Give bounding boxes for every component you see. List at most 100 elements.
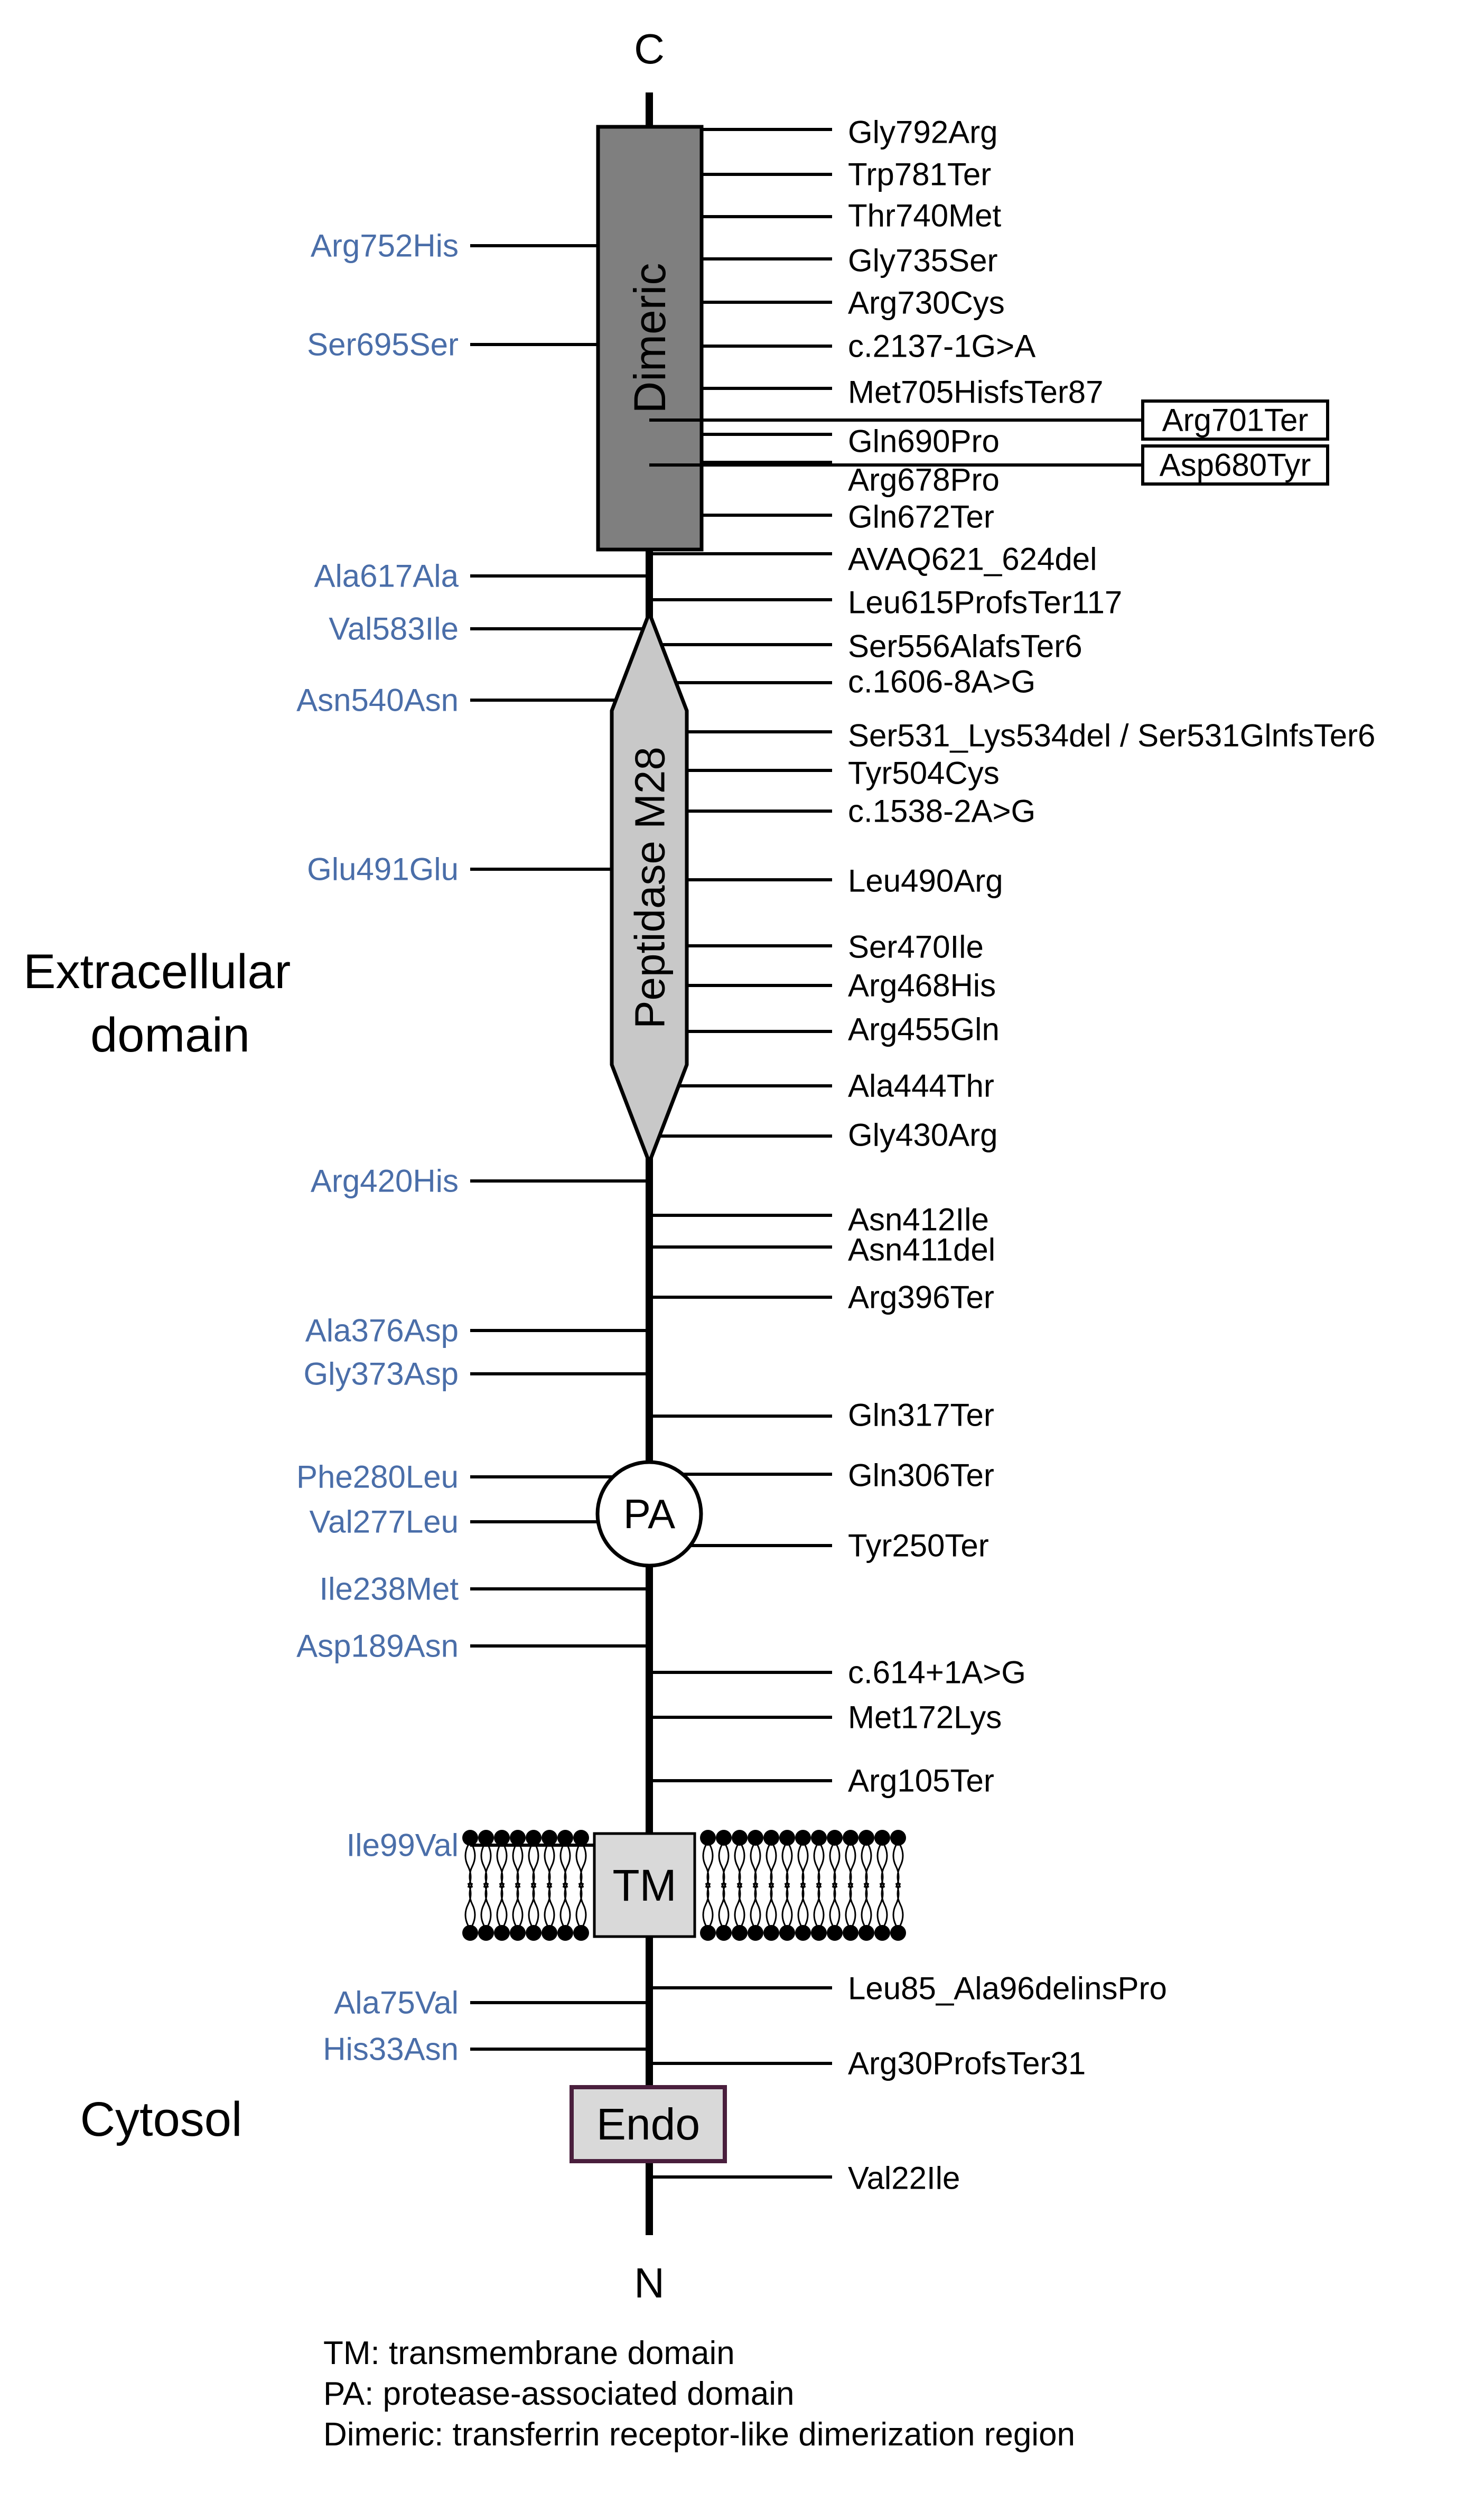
lipid-head	[874, 1925, 890, 1941]
variant-label-right: Leu490Arg	[848, 863, 1003, 899]
lipid-head	[843, 1830, 858, 1846]
variant-label-right: Gly735Ser	[848, 243, 997, 278]
lipid-head	[795, 1925, 811, 1941]
lipid-head	[716, 1830, 732, 1846]
lipid-tail	[817, 1883, 825, 1926]
variant-label-right: Ala444Thr	[848, 1068, 994, 1104]
right-variant-labels: Gly792ArgTrp781TerThr740MetGly735SerArg7…	[848, 115, 1375, 2196]
lipid-head	[811, 1830, 827, 1846]
lipid-head	[827, 1925, 843, 1941]
variant-label-right: Met172Lys	[848, 1700, 1002, 1735]
variant-label-right: Arg730Cys	[848, 285, 1005, 321]
lipid-head	[526, 1925, 542, 1941]
lipid-head	[526, 1830, 542, 1846]
lipid-head	[890, 1830, 906, 1846]
lipid-head	[811, 1925, 827, 1941]
lipid-head	[874, 1830, 890, 1846]
lipid-head	[779, 1830, 795, 1846]
variant-label-left: Gly373Asp	[304, 1356, 459, 1392]
variant-label-right: Ser531_Lys534del / Ser531GlnfsTer6	[848, 718, 1375, 753]
lipid-head	[890, 1925, 906, 1941]
region-extracellular-label: Extracellular domain	[23, 945, 304, 1062]
lipid-tail	[754, 1845, 761, 1888]
lipid-tail	[532, 1845, 539, 1888]
lipid-head	[542, 1830, 557, 1846]
lipid-tail	[849, 1883, 856, 1926]
variant-label-left: Phe280Leu	[296, 1459, 459, 1495]
lipid-tail	[897, 1883, 904, 1926]
variant-label-left: Val583Ile	[329, 611, 459, 647]
pa-domain: PA	[595, 1460, 703, 1568]
lipid-tail	[738, 1845, 745, 1888]
variant-label-right: Leu85_Ala96delinsPro	[848, 1971, 1167, 2006]
variant-label-right: Gln690Pro	[848, 424, 1000, 459]
lipid-tail	[469, 1845, 476, 1888]
n-terminus-label: N	[634, 2259, 665, 2306]
variant-label-right: c.1606-8A>G	[848, 664, 1035, 700]
lipid-head	[573, 1925, 589, 1941]
lipid-tail	[849, 1845, 856, 1888]
lipid-head	[748, 1830, 763, 1846]
lipid-head	[763, 1925, 779, 1941]
variant-label-right: Asn412Ile	[848, 1202, 989, 1238]
lipid-tail	[500, 1883, 508, 1926]
lipid-tail	[865, 1845, 872, 1888]
variant-label-right: Gly792Arg	[848, 115, 997, 150]
boxed-variant-label: Arg701Ter	[1162, 403, 1309, 438]
lipid-head	[827, 1830, 843, 1846]
lipid-tail	[484, 1845, 492, 1888]
lipid-head	[716, 1925, 732, 1941]
lipid-head	[557, 1830, 573, 1846]
legend: TM: transmembrane domain PA: protease-as…	[323, 2335, 1075, 2453]
lipid-tail	[500, 1845, 508, 1888]
lipid-head	[732, 1925, 748, 1941]
variant-label-left: Ala75Val	[334, 1985, 459, 2021]
lipid-tail	[516, 1883, 524, 1926]
right-variant-lines	[649, 128, 832, 2179]
lipid-tail	[706, 1845, 714, 1888]
lipid-tail	[580, 1845, 587, 1888]
lipid-head	[494, 1925, 510, 1941]
variant-label-right: Arg105Ter	[848, 1763, 994, 1799]
lipid-head	[779, 1925, 795, 1941]
variant-label-right: c.614+1A>G	[848, 1655, 1026, 1690]
variant-label-right: Met705HisfsTer87	[848, 375, 1104, 410]
lipid-tail	[722, 1845, 730, 1888]
legend-item: Dimeric: transferrin receptor-like dimer…	[323, 2416, 1075, 2453]
pa-domain-label: PA	[623, 1491, 675, 1537]
variant-label-right: Arg678Pro	[848, 462, 1000, 498]
left-variant-labels: Arg752HisSer695SerAla617AlaVal583IleAsn5…	[296, 228, 459, 2067]
region-cytosol-label: Cytosol	[80, 2092, 242, 2146]
variant-label-left: Ile238Met	[320, 1571, 459, 1607]
variant-label-left: Arg420His	[311, 1164, 459, 1199]
lipid-tail	[881, 1845, 888, 1888]
lipid-tail	[564, 1883, 571, 1926]
variant-label-left: Glu491Glu	[307, 852, 459, 887]
lipid-head	[795, 1830, 811, 1846]
lipid-head	[510, 1830, 526, 1846]
variant-label-right: Tyr250Ter	[848, 1528, 989, 1564]
lipid-tail	[897, 1845, 904, 1888]
dimeric-domain-label: Dimeric	[625, 263, 675, 414]
lipid-tail	[770, 1845, 777, 1888]
variant-label-right: Val22Ile	[848, 2161, 960, 2196]
tm-domain-label: TM	[612, 1860, 676, 1910]
dimeric-domain: Dimeric	[596, 125, 704, 552]
lipid-bilayer	[462, 1830, 906, 1941]
lipid-tail	[801, 1845, 809, 1888]
lipid-tail	[817, 1845, 825, 1888]
legend-item: PA: protease-associated domain	[323, 2376, 794, 2412]
lipid-tail	[865, 1883, 872, 1926]
lipid-tail	[833, 1883, 841, 1926]
variant-label-right: AVAQ621_624del	[848, 542, 1097, 577]
variant-label-left: Ala376Asp	[305, 1313, 459, 1348]
variant-label-left: Ala617Ala	[314, 559, 459, 594]
variant-label-right: Arg396Ter	[848, 1280, 994, 1315]
endo-domain-label: Endo	[596, 2099, 700, 2149]
lipid-head	[700, 1830, 716, 1846]
lipid-head	[843, 1925, 858, 1941]
variant-label-left: Asn540Asn	[296, 683, 459, 718]
peptidase-m28-domain: Peptidase M28	[610, 608, 689, 1168]
